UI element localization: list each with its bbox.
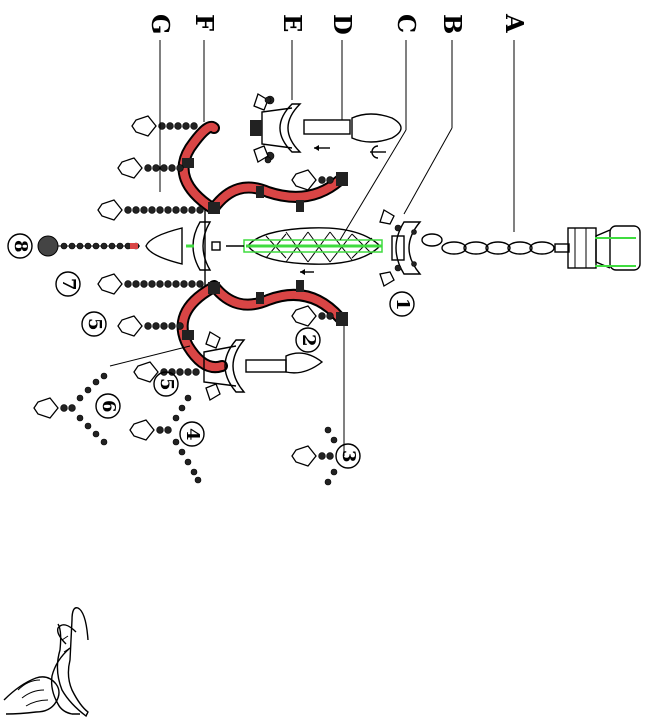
callout-a: A (500, 13, 529, 33)
candle-arms (176, 121, 348, 373)
svg-text:6: 6 (98, 400, 119, 413)
number-circle-5-upper: 5 (81, 311, 107, 337)
number-circle-8: 8 (7, 233, 33, 259)
number-circle-6: 6 (95, 393, 121, 419)
svg-text:3: 3 (338, 450, 359, 463)
ceiling-canopy (554, 225, 641, 271)
glass-column (226, 227, 383, 275)
svg-text:2: 2 (298, 334, 319, 347)
svg-text:5: 5 (156, 378, 177, 391)
suspension-chain (421, 233, 555, 255)
clapping-hands-icon (3, 607, 89, 718)
numbered-callouts: 1 2 3 4 5 5 6 7 (7, 233, 415, 469)
bobeche-with-candle (250, 93, 402, 163)
svg-text:8: 8 (10, 240, 31, 253)
central-bowl (145, 205, 221, 290)
callout-g: G (146, 14, 175, 35)
number-circle-7: 7 (55, 271, 81, 297)
svg-text:1: 1 (392, 298, 413, 311)
callout-f: F (190, 14, 219, 31)
number-circle-2: 2 (295, 327, 321, 353)
svg-text:5: 5 (84, 318, 105, 331)
svg-text:7: 7 (58, 278, 79, 291)
number-circle-5-lower: 5 (153, 371, 179, 397)
number-circle-4: 4 (179, 421, 205, 447)
svg-text:4: 4 (182, 428, 203, 441)
top-crown-plate (379, 209, 422, 287)
bottom-pendant (37, 235, 140, 257)
callout-c: C (392, 14, 421, 33)
number-circle-1: 1 (389, 291, 415, 317)
number-circle-3: 3 (335, 443, 361, 469)
callout-b: B (438, 14, 467, 34)
leader-lines (109, 40, 515, 450)
letter-callouts: A B C D E F G (146, 13, 529, 35)
callout-e: E (278, 14, 307, 32)
crystal-strings (33, 96, 345, 486)
callout-d: D (328, 14, 357, 35)
lower-bobeche-candle (203, 331, 324, 401)
